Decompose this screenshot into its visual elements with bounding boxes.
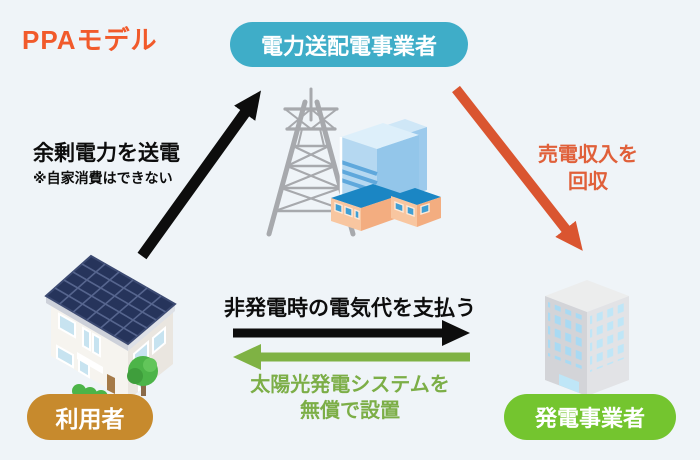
grid-operator-label: 電力送配電事業者 [260, 33, 437, 59]
payment-label: 非発電時の電気代を支払う [224, 297, 476, 320]
annex-building-icon [331, 184, 441, 231]
install-label: 太陽光発電システムを無償で設置 [230, 372, 470, 424]
install-label-line2: 無償で設置 [300, 400, 400, 422]
surplus-power-label: 余剰電力を送電 [33, 142, 180, 165]
revenue-label-line2: 回収 [568, 171, 608, 193]
office-building-illustration [545, 280, 629, 396]
house-door [107, 374, 115, 394]
producer-label: 発電事業者 [534, 406, 645, 431]
balcony [77, 352, 103, 374]
tree-icon [127, 356, 158, 396]
revenue-label-line1: 売電収入を [538, 144, 638, 166]
building-windows [548, 302, 584, 370]
building-entrance [559, 374, 579, 393]
badge-user: 利用者 [27, 394, 153, 440]
power-grid-illustration [266, 87, 441, 237]
diagram-title: PPAモデル [22, 25, 158, 55]
badge-producer: 発電事業者 [504, 394, 676, 440]
user-label: 利用者 [55, 406, 125, 432]
solar-house-illustration [44, 254, 177, 404]
solar-panel-icon [44, 254, 177, 346]
eave [46, 296, 128, 351]
surplus-power-note: ※自家消費はできない [33, 170, 173, 186]
eave [128, 304, 175, 351]
badge-grid-operator: 電力送配電事業者 [230, 22, 468, 67]
install-label-line1: 太陽光発電システムを [250, 374, 450, 396]
revenue-label: 売電収入を回収 [505, 142, 671, 196]
building-windows [590, 302, 626, 372]
